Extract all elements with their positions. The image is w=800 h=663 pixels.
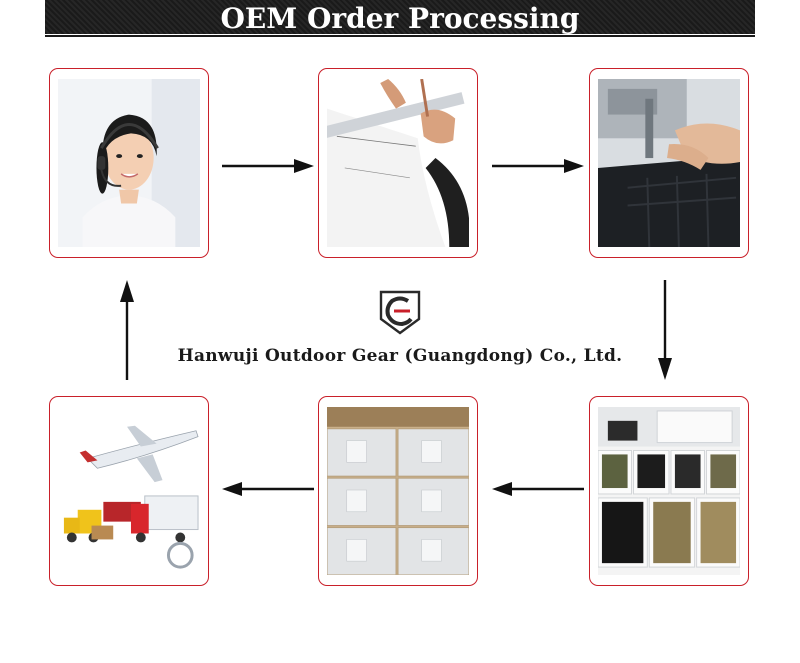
carton-boxes-photo bbox=[327, 407, 469, 575]
arrow-left-1 bbox=[492, 481, 584, 497]
arrow-left-2 bbox=[222, 481, 314, 497]
company-logo bbox=[378, 289, 422, 335]
arrow-right-2 bbox=[492, 158, 584, 174]
page-title: OEM Order Processing bbox=[220, 2, 580, 35]
arrow-up bbox=[119, 280, 135, 380]
arrow-down bbox=[657, 280, 673, 380]
ruler-drafting-photo bbox=[327, 79, 469, 247]
step-sewing-card bbox=[589, 68, 749, 258]
step-shipping-card bbox=[49, 396, 209, 586]
sewing-machine-photo bbox=[598, 79, 740, 247]
title-banner bbox=[45, 0, 755, 34]
parts-baskets-photo bbox=[598, 407, 740, 575]
headset-operator-photo bbox=[58, 79, 200, 247]
step-packing-card bbox=[318, 396, 478, 586]
step-customer-service-card bbox=[49, 68, 209, 258]
title-underline bbox=[45, 35, 755, 37]
arrow-right-1 bbox=[222, 158, 314, 174]
step-pattern-design-card bbox=[318, 68, 478, 258]
step-quality-sorting-card bbox=[589, 396, 749, 586]
company-name: Hanwuji Outdoor Gear (Guangdong) Co., Lt… bbox=[177, 346, 623, 366]
plane-trucks-photo bbox=[58, 407, 200, 575]
